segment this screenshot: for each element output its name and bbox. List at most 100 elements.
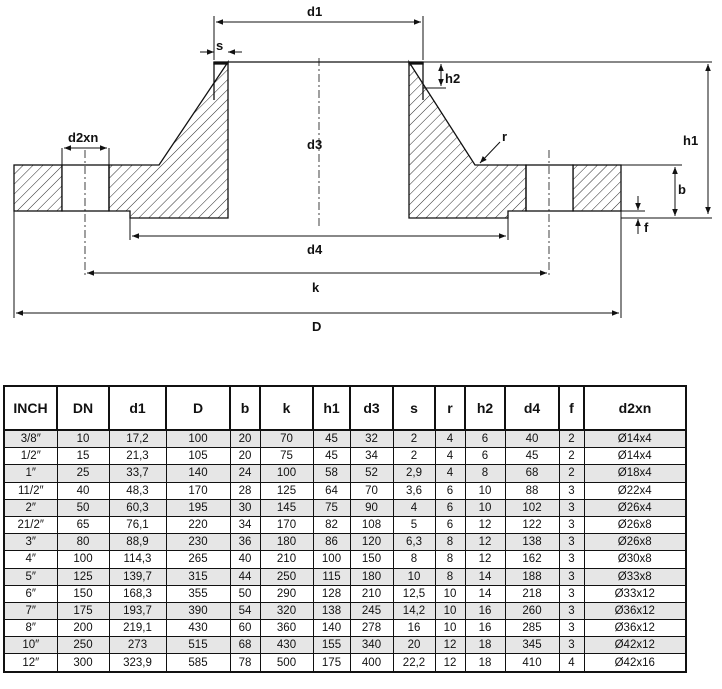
table-cell: 3 bbox=[558, 498, 585, 517]
table-cell: Ø42x12 bbox=[583, 636, 687, 655]
table-cell: 4 bbox=[434, 429, 466, 449]
column-header: d2xn bbox=[583, 385, 687, 431]
table-cell: 250 bbox=[56, 636, 110, 655]
table-cell: 128 bbox=[312, 584, 351, 603]
table-cell: 16 bbox=[392, 619, 436, 638]
table-cell: 140 bbox=[312, 619, 351, 638]
label-D: D bbox=[312, 319, 321, 334]
table-cell: 70 bbox=[349, 481, 394, 500]
table-cell: 210 bbox=[349, 584, 394, 603]
table-cell: 500 bbox=[259, 653, 314, 673]
table-cell: 515 bbox=[165, 636, 231, 655]
table-cell: 20 bbox=[229, 429, 261, 449]
table-cell: 3 bbox=[558, 584, 585, 603]
table-cell: 82 bbox=[312, 515, 351, 535]
table-cell: 18 bbox=[464, 653, 506, 673]
label-d4: d4 bbox=[307, 242, 323, 257]
table-cell: 273 bbox=[108, 636, 167, 655]
table-cell: 10″ bbox=[3, 636, 58, 655]
table-cell: 12 bbox=[464, 533, 506, 552]
table-cell: 32 bbox=[349, 429, 394, 449]
table-cell: 3 bbox=[558, 533, 585, 552]
table-cell: 65 bbox=[56, 515, 110, 535]
table-cell: 34 bbox=[229, 515, 261, 535]
bolt-hole-right bbox=[525, 164, 574, 212]
table-cell: 11/2″ bbox=[3, 481, 58, 500]
table-cell: 125 bbox=[259, 481, 314, 500]
table-cell: 6 bbox=[434, 498, 466, 517]
table-cell: 2 bbox=[558, 464, 585, 483]
table-cell: 2 bbox=[558, 447, 585, 466]
table-cell: 6 bbox=[464, 429, 506, 449]
table-cell: 70 bbox=[259, 429, 314, 449]
table-cell: 3″ bbox=[3, 533, 58, 552]
table-cell: 14 bbox=[464, 584, 506, 603]
table-cell: 290 bbox=[259, 584, 314, 603]
table-cell: 250 bbox=[259, 567, 314, 586]
table-cell: 114,3 bbox=[108, 550, 167, 569]
table-cell: 4 bbox=[434, 447, 466, 466]
table-cell: 50 bbox=[229, 584, 261, 603]
table-cell: 12 bbox=[464, 550, 506, 569]
table-cell: 102 bbox=[504, 498, 560, 517]
table-cell: 120 bbox=[349, 533, 394, 552]
table-cell: 170 bbox=[259, 515, 314, 535]
table-cell: 138 bbox=[504, 533, 560, 552]
label-b: b bbox=[678, 182, 686, 197]
table-cell: 100 bbox=[259, 464, 314, 483]
table-cell: 33,7 bbox=[108, 464, 167, 483]
table-cell: 3 bbox=[558, 550, 585, 569]
table-cell: 68 bbox=[504, 464, 560, 483]
table-cell: 10 bbox=[392, 567, 436, 586]
table-cell: Ø18x4 bbox=[583, 464, 687, 483]
table-cell: 10 bbox=[464, 481, 506, 500]
table-cell: 115 bbox=[312, 567, 351, 586]
table-cell: 3,6 bbox=[392, 481, 436, 500]
table-cell: 320 bbox=[259, 601, 314, 621]
table-cell: Ø14x4 bbox=[583, 447, 687, 466]
table-cell: 12″ bbox=[3, 653, 58, 673]
table-cell: 6 bbox=[434, 515, 466, 535]
table-cell: 245 bbox=[349, 601, 394, 621]
table-cell: 45 bbox=[312, 447, 351, 466]
table-cell: 12 bbox=[464, 515, 506, 535]
table-cell: 585 bbox=[165, 653, 231, 673]
label-s: s bbox=[216, 38, 223, 53]
table-cell: 10 bbox=[434, 584, 466, 603]
table-cell: 40 bbox=[229, 550, 261, 569]
table-cell: 278 bbox=[349, 619, 394, 638]
table-cell: 219,1 bbox=[108, 619, 167, 638]
table-cell: 340 bbox=[349, 636, 394, 655]
table-cell: Ø26x8 bbox=[583, 533, 687, 552]
table-cell: 162 bbox=[504, 550, 560, 569]
table-cell: 390 bbox=[165, 601, 231, 621]
table-cell: 2 bbox=[392, 447, 436, 466]
table-cell: 10 bbox=[434, 601, 466, 621]
table-cell: 88 bbox=[504, 481, 560, 500]
table-cell: 16 bbox=[464, 601, 506, 621]
table-cell: 86 bbox=[312, 533, 351, 552]
table-cell: Ø33x12 bbox=[583, 584, 687, 603]
table-cell: 300 bbox=[56, 653, 110, 673]
table-cell: Ø26x4 bbox=[583, 498, 687, 517]
table-cell: 14 bbox=[464, 567, 506, 586]
column-header: f bbox=[558, 385, 585, 431]
table-cell: 105 bbox=[165, 447, 231, 466]
table-cell: 155 bbox=[312, 636, 351, 655]
table-cell: Ø36x12 bbox=[583, 619, 687, 638]
table-cell: 6 bbox=[434, 481, 466, 500]
table-cell: 138 bbox=[312, 601, 351, 621]
table-cell: 10 bbox=[56, 429, 110, 449]
flange-right-outer bbox=[572, 164, 622, 212]
table-cell: 12 bbox=[434, 653, 466, 673]
table-cell: 6 bbox=[464, 447, 506, 466]
table-cell: 8 bbox=[464, 464, 506, 483]
table-cell: 40 bbox=[56, 481, 110, 500]
table-cell: 8″ bbox=[3, 619, 58, 638]
